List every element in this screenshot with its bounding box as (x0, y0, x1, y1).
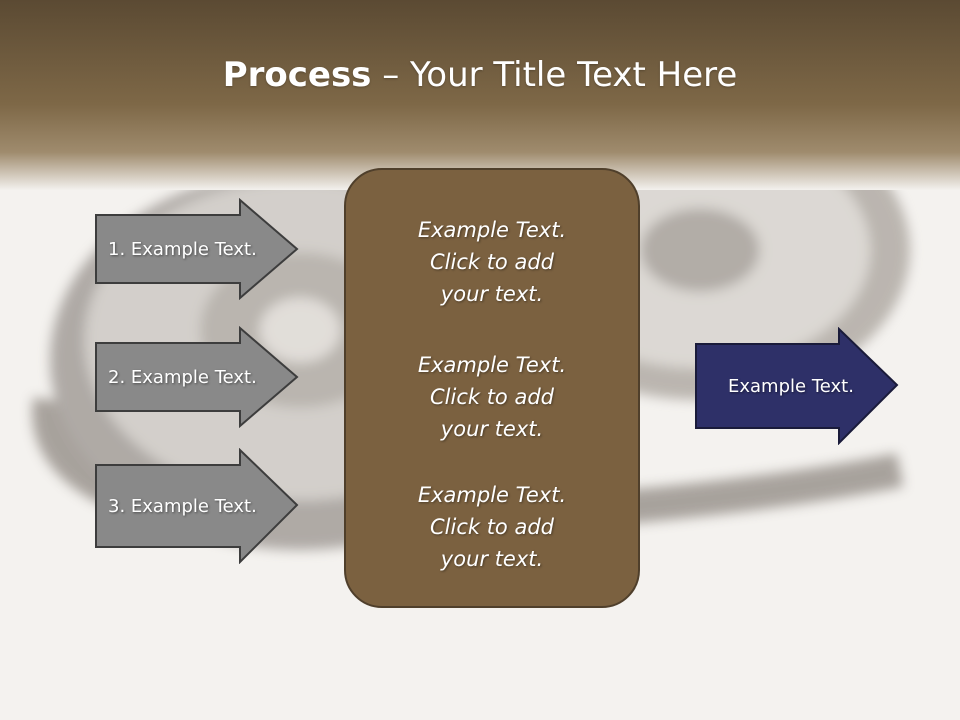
center-block-3: Example Text. Click to add your text. (346, 479, 638, 575)
arrow-right-icon (95, 325, 299, 429)
center-block-1: Example Text. Click to add your text. (346, 214, 638, 310)
arrow-right-icon (95, 447, 299, 565)
right-arrow-label: Example Text. (728, 375, 854, 397)
center-block-3-line1: Example Text. (417, 483, 567, 507)
arrow-right-icon (695, 326, 899, 446)
center-block-2-line2: Click to add (429, 385, 554, 409)
left-arrow-2-label: 2. Example Text. (108, 366, 257, 388)
center-block-2: Example Text. Click to add your text. (346, 349, 638, 445)
slide-title: Process – Your Title Text Here (0, 52, 960, 98)
left-arrow-3[interactable]: 3. Example Text. (94, 447, 300, 565)
center-block-1-line1: Example Text. (417, 218, 567, 242)
center-block-1-line2: Click to add (429, 250, 554, 274)
left-arrow-3-label: 3. Example Text. (108, 495, 257, 517)
center-block-2-line1: Example Text. (417, 353, 567, 377)
center-block-2-line3: your text. (440, 417, 544, 441)
center-text-box[interactable]: Example Text. Click to add your text. Ex… (344, 168, 640, 608)
center-block-3-line2: Click to add (429, 515, 554, 539)
center-block-1-line3: your text. (440, 282, 544, 306)
left-arrow-2[interactable]: 2. Example Text. (94, 325, 300, 429)
title-rest: – Your Title Text Here (371, 55, 738, 95)
right-arrow[interactable]: Example Text. (694, 326, 900, 446)
left-arrow-1[interactable]: 1. Example Text. (94, 197, 300, 301)
arrow-right-icon (95, 197, 299, 301)
center-block-3-line3: your text. (440, 547, 544, 571)
title-bold: Process (222, 55, 372, 95)
left-arrow-1-label: 1. Example Text. (108, 238, 257, 260)
